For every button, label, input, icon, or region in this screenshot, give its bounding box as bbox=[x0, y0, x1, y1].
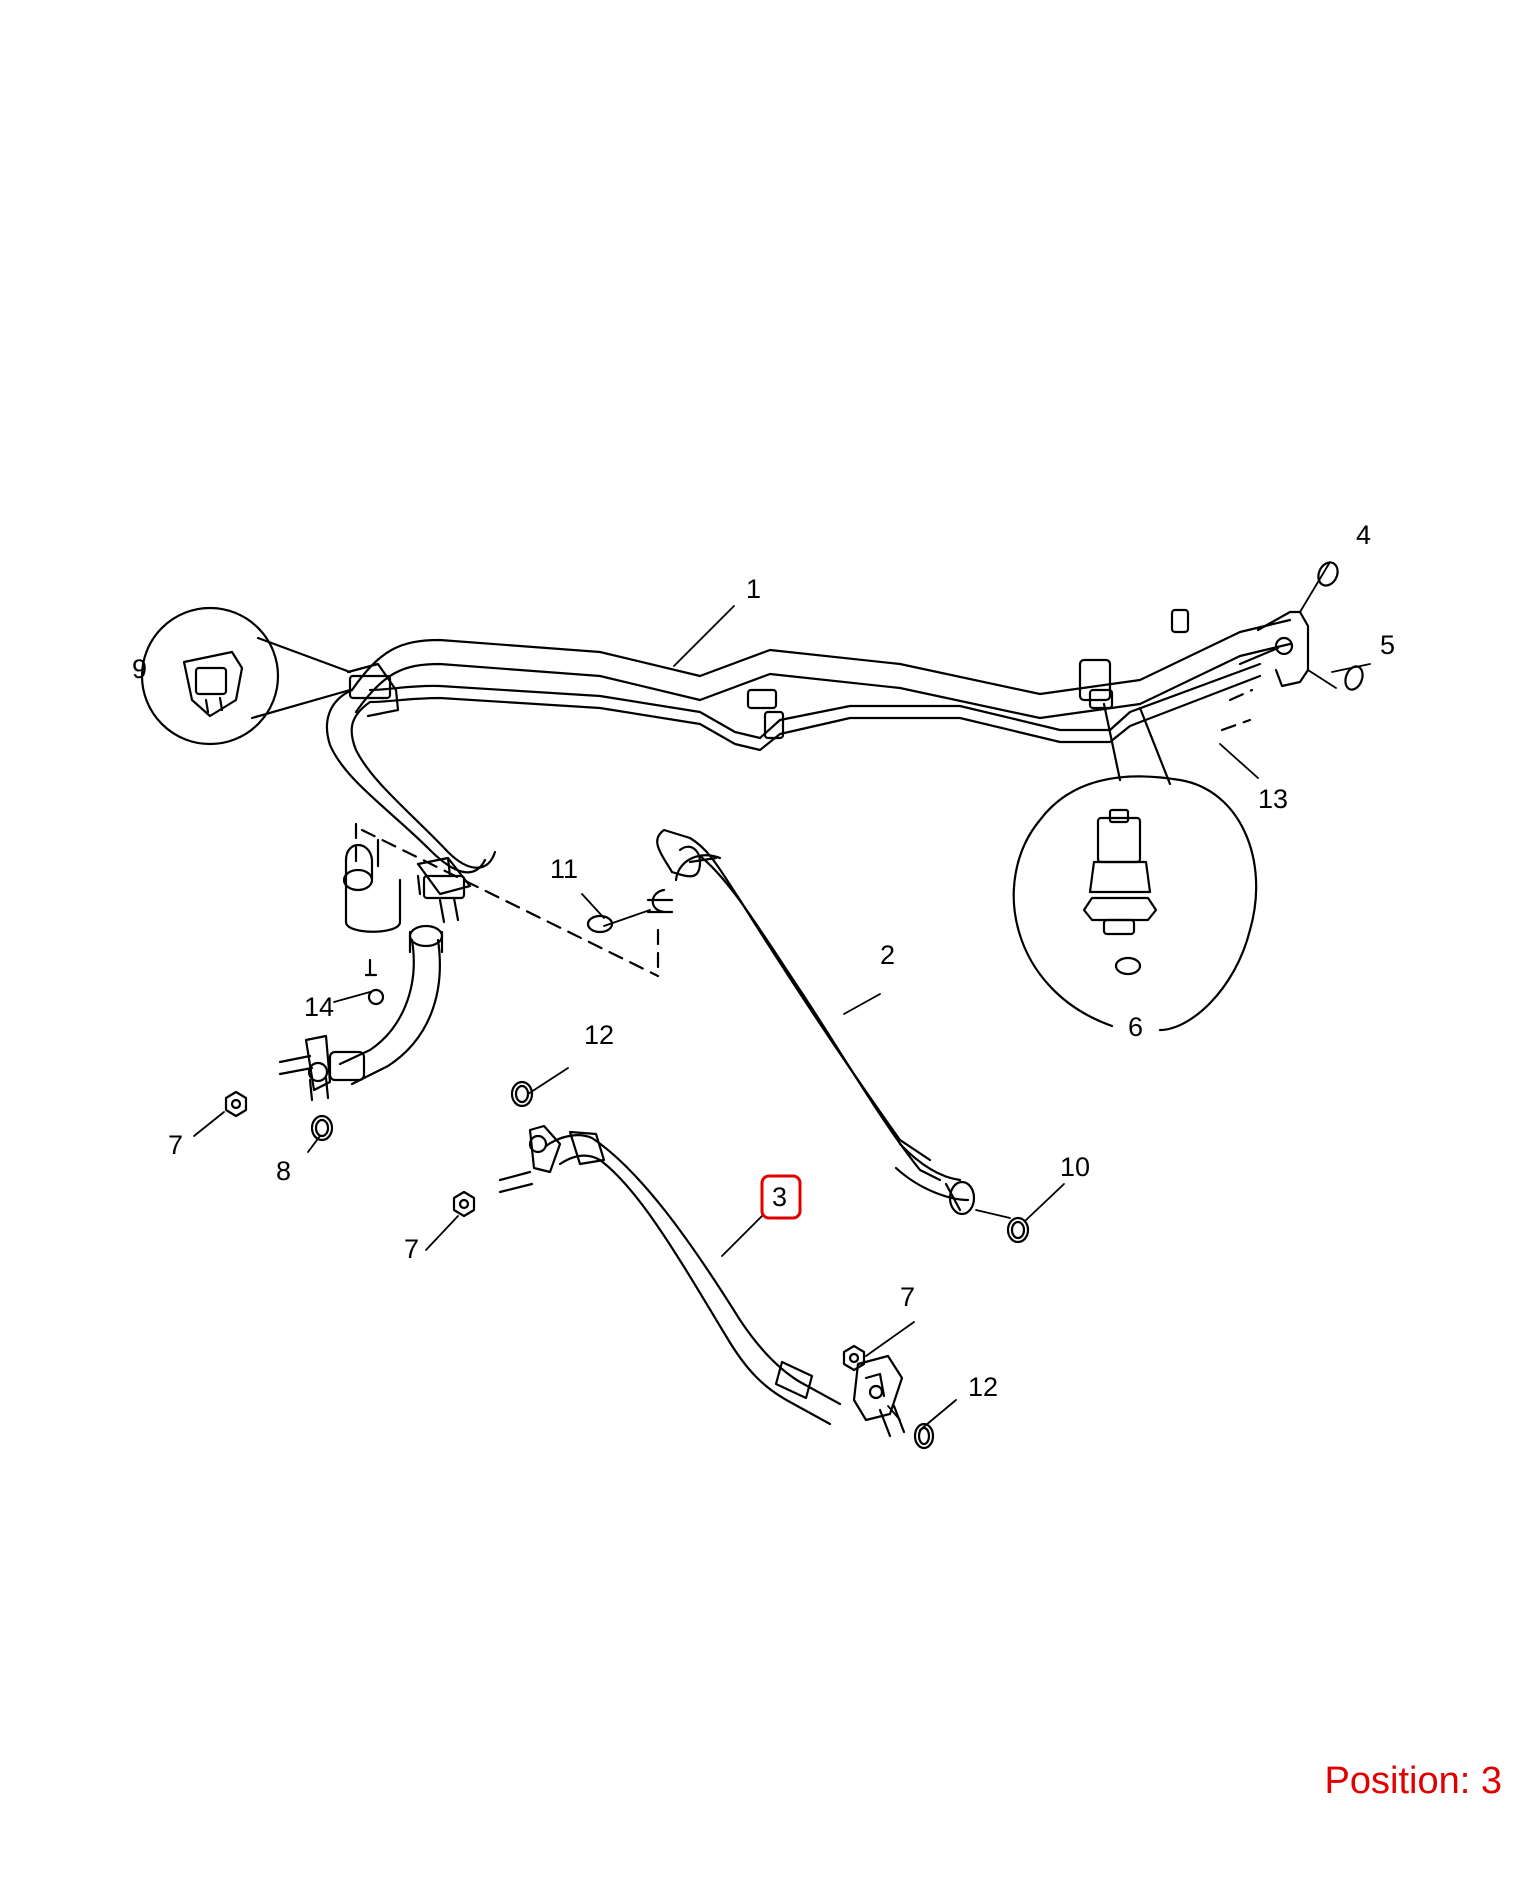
callout-6[interactable]: 6 bbox=[1128, 1012, 1143, 1042]
callout-8[interactable]: 8 bbox=[276, 1156, 291, 1186]
highlight-box-3 bbox=[760, 1174, 802, 1220]
nut-7-left[interactable] bbox=[224, 1090, 248, 1118]
callouts: 1 2 3 4 5 6 7 7 7 8 9 10 11 12 12 13 14 bbox=[132, 520, 1395, 1402]
part-1-main-line[interactable] bbox=[325, 608, 1310, 933]
dashed-alignment-lines bbox=[354, 688, 1254, 978]
callout-4[interactable]: 4 bbox=[1356, 520, 1371, 550]
detail-circle-6[interactable] bbox=[1012, 702, 1258, 1032]
callout-12-lower[interactable]: 12 bbox=[968, 1372, 998, 1402]
part-14-lower-hose[interactable] bbox=[278, 924, 444, 1102]
callout-12-upper[interactable]: 12 bbox=[584, 1020, 614, 1050]
callout-10[interactable]: 10 bbox=[1060, 1152, 1090, 1182]
leader-lines bbox=[193, 561, 1371, 1431]
callout-5[interactable]: 5 bbox=[1380, 630, 1395, 660]
callout-7-right[interactable]: 7 bbox=[900, 1282, 915, 1312]
nut-7-middle[interactable] bbox=[452, 1190, 476, 1218]
callout-7-middle[interactable]: 7 bbox=[404, 1234, 419, 1264]
o-ring-12-lower[interactable] bbox=[913, 1422, 935, 1450]
callout-9[interactable]: 9 bbox=[132, 654, 147, 684]
callout-11[interactable]: 11 bbox=[550, 854, 578, 884]
callout-13[interactable]: 13 bbox=[1258, 784, 1288, 814]
o-ring-8[interactable] bbox=[310, 1114, 334, 1142]
o-ring-10[interactable] bbox=[1006, 1216, 1030, 1244]
callout-1[interactable]: 1 bbox=[746, 574, 761, 604]
callout-7-left[interactable]: 7 bbox=[168, 1130, 183, 1160]
callout-14[interactable]: 14 bbox=[304, 992, 334, 1022]
position-label: Position: 3 bbox=[1324, 1760, 1502, 1802]
detail-circle-9[interactable] bbox=[140, 606, 352, 746]
part-3-discharge-hose[interactable] bbox=[498, 1124, 906, 1438]
callout-2[interactable]: 2 bbox=[880, 940, 895, 970]
callout-3[interactable]: 3 bbox=[772, 1182, 787, 1212]
o-ring-4[interactable] bbox=[1315, 559, 1341, 588]
nut-7-right[interactable] bbox=[842, 1344, 866, 1372]
part-2-suction-hose[interactable] bbox=[646, 828, 976, 1216]
